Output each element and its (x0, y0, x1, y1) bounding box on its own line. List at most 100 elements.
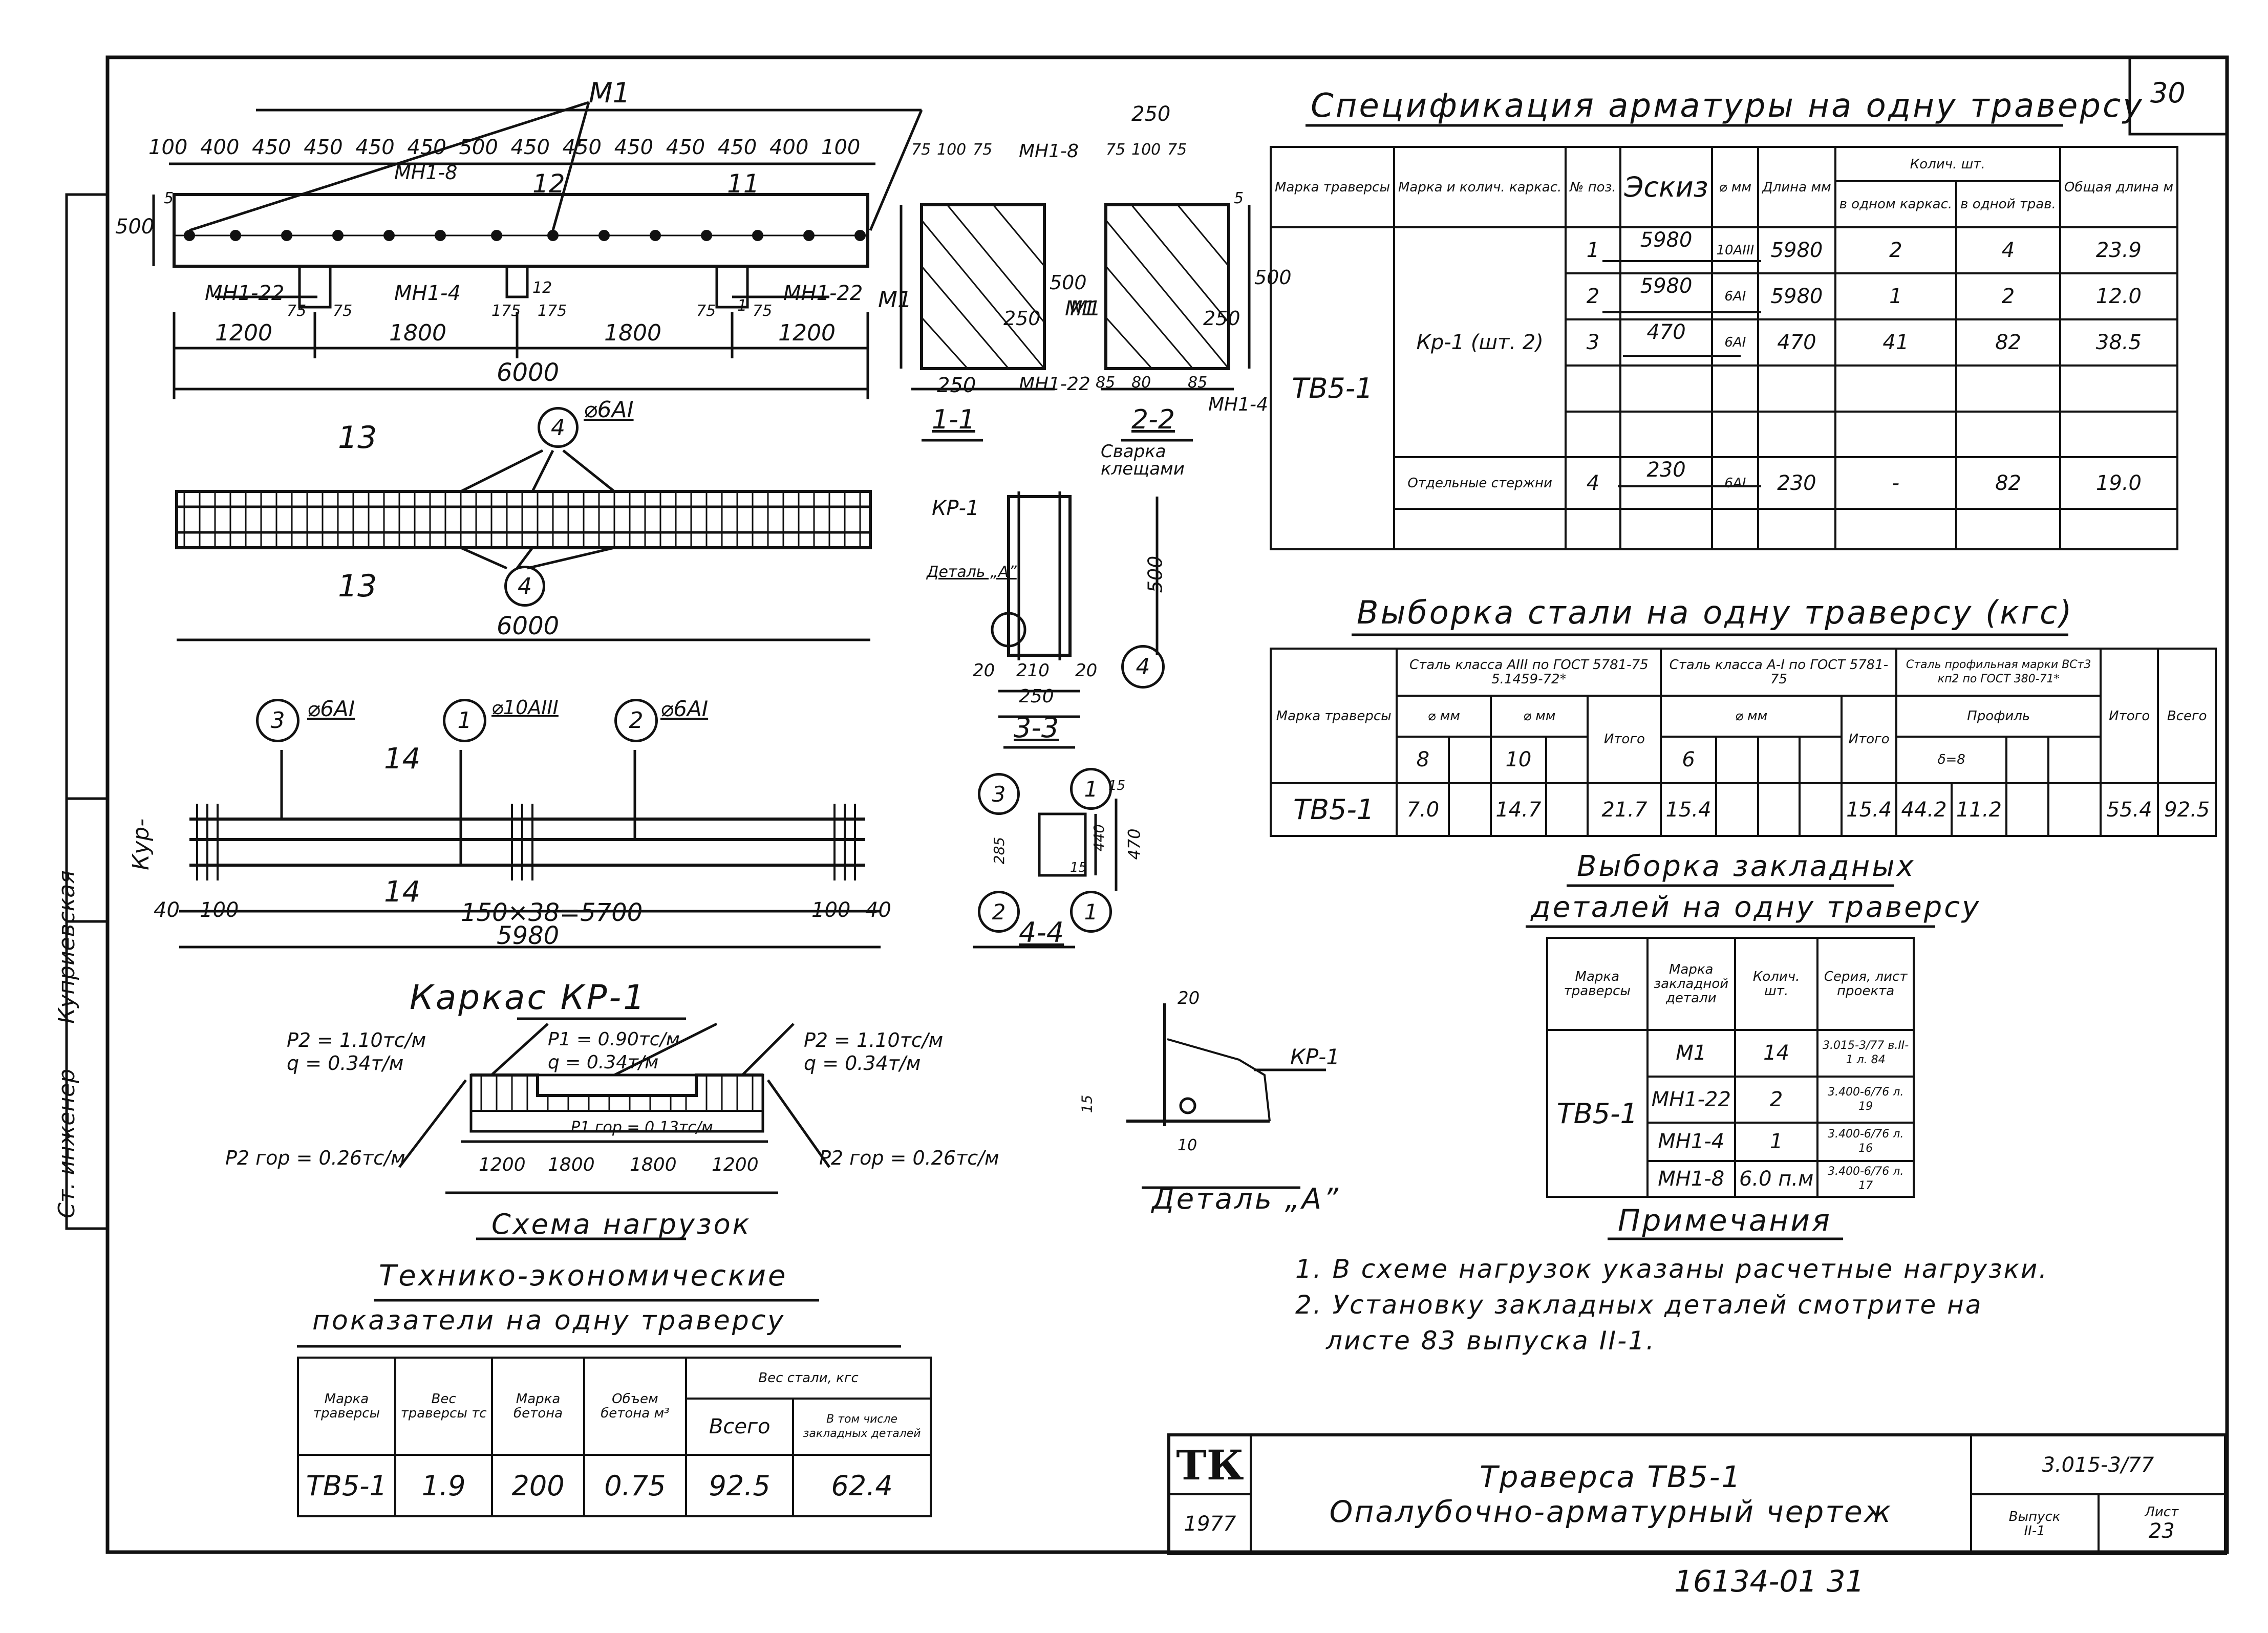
load-p1: P1 = 0.90тс/м (548, 1029, 680, 1050)
s22-b-80: 80 (1131, 374, 1151, 392)
position-callout-4-top: 4 (538, 407, 579, 448)
steel-d6: 6 (1660, 735, 1717, 785)
spec-r1-pos: 1 (1565, 226, 1621, 275)
embed-label-mn1-22-left: МН1-22 (205, 282, 285, 305)
beam-elevation (152, 101, 923, 399)
note-2: 2. Установку закладных деталей смотрите … (1295, 1290, 1983, 1320)
stamp-logo: ТК (1168, 1434, 1252, 1495)
tech-h-embeds: В том числе закладных деталей (792, 1398, 932, 1456)
spec-h-sketch: Эскиз (1619, 145, 1714, 229)
load-p2-right: P2 = 1.10тс/м (804, 1029, 944, 1051)
load-q-mid: q = 0.34т/м (548, 1052, 659, 1073)
s44-position-1-bottom: 1 (1070, 891, 1112, 933)
load-span-1: 1200 (479, 1154, 526, 1175)
title-block: ТК Траверса ТВ5-1 Опалубочно-арматурный … (1167, 1433, 2227, 1555)
detail-a-dim-20: 20 (1178, 988, 1200, 1008)
s11-m1: М1 (1065, 297, 1096, 320)
s33-detail-a: Деталь „А” (927, 563, 1017, 581)
section-14-total: 5980 (497, 921, 560, 950)
steel-row-p2: 11.2 (1950, 782, 2008, 837)
s11-mn1-8: МН1-8 (1019, 141, 1079, 162)
spec-r4-len: 230 (1757, 456, 1836, 510)
tech-table: Марка траверсы Вес траверсы тс Марка бет… (297, 1357, 932, 1517)
tech-row-weight: 1.9 (394, 1454, 494, 1517)
spec-r1-sketch: 5980 (1619, 226, 1714, 275)
s44-position-2: 2 (978, 891, 1020, 933)
spec-r3-len: 470 (1757, 318, 1836, 367)
embeds-r2-n: 2 (1734, 1075, 1819, 1124)
small-dim-1: 1 (737, 297, 747, 315)
section-1-1-name: 1-1 (932, 404, 975, 435)
tech-title-1: Технико-экономические (379, 1259, 788, 1293)
tech-h-weight: Вес траверсы тс (394, 1357, 494, 1456)
section-4-4 (973, 799, 1118, 949)
s11-mn1-22: МН1-22 (1019, 374, 1090, 395)
section-13-length: 6000 (497, 612, 560, 640)
small-dim-75c: 75 (696, 302, 716, 320)
spec-r2-sketch: 5980 (1619, 272, 1714, 320)
detail-a-dim-10: 10 (1178, 1136, 1197, 1154)
load-q-left: q = 0.34т/м (287, 1052, 404, 1075)
s22-dim-75b: 75 (1167, 141, 1187, 159)
stamp-title-1: Траверса ТВ5-1 (1480, 1459, 1742, 1494)
tech-h-steel: Вес стали, кгс (685, 1357, 932, 1400)
dim-100-right: 100 (811, 898, 851, 922)
spec-r3-total: 38.5 (2059, 318, 2179, 367)
steel-h-fmm1: ⌀ мм (1396, 694, 1492, 738)
small-dim-12: 12 (532, 279, 552, 297)
stamp-issue-label: Выпуск (2008, 1509, 2061, 1524)
detail-a-title: Деталь „А” (1152, 1183, 1341, 1216)
side-stamp-role: Ст. инженер (54, 1068, 80, 1218)
load-p2-gor-left: P2 гор = 0.26тс/м (225, 1147, 405, 1169)
steel-d8: 8 (1396, 735, 1450, 785)
steel-row-it2: 15.4 (1840, 782, 1898, 837)
steel-h-a1: Сталь класса А-I по ГОСТ 5781-75 (1660, 648, 1898, 697)
s11-dim-75a: 75 (911, 141, 931, 159)
spec-r1-len: 5980 (1757, 226, 1836, 275)
bar-label-6ai-right: ⌀6АI (660, 696, 709, 721)
steel-row-it3: 55.4 (2100, 782, 2159, 837)
spec-r3-pos: 3 (1565, 318, 1621, 367)
section-14-mark-top: 14 (384, 742, 421, 776)
beam-dim-5: 5 (164, 189, 174, 207)
embeds-h-mark: Марка траверсы (1546, 936, 1649, 1032)
embeds-r4-mark: МН1-8 (1646, 1159, 1736, 1198)
spec-h-len: Длина мм (1757, 145, 1836, 229)
spec-r2-dia: 6АI (1711, 272, 1760, 320)
small-dim-175b: 175 (538, 302, 567, 320)
steel-h-itogo2: Итого (1840, 694, 1898, 785)
steel-row-mark: ТВ5-1 (1269, 782, 1398, 837)
s22-dim-100: 100 (1131, 141, 1161, 159)
position-callout-3: 3 (256, 699, 299, 742)
spec-r3-n1: 41 (1834, 318, 1958, 367)
sheet-number: 30 (2150, 77, 2186, 109)
section-14-mark-bottom: 14 (384, 875, 421, 909)
spec-r3-sketch: 470 (1619, 318, 1714, 367)
embeds-h-part: Марка закладной детали (1646, 936, 1736, 1032)
beam-label-12: 12 (532, 169, 565, 199)
load-p1-gor: P1 гор = 0.13тс/м (571, 1119, 713, 1136)
s22-mn1-4: МН1-4 (1208, 394, 1268, 415)
s11-width: 250 (937, 374, 976, 397)
embeds-title-1: Выборка закладных (1577, 850, 1916, 883)
stamp-issue: II-1 (2024, 1523, 2045, 1539)
s11-h-250: 250 (1003, 307, 1041, 330)
spec-r2-pos: 2 (1565, 272, 1621, 320)
tech-title-2: показатели на одну траверсу (312, 1305, 786, 1336)
s33-dim-20a: 20 (973, 660, 995, 681)
steel-row-v6: 15.4 (1660, 782, 1717, 837)
embeds-r4-n: 6.0 п.м (1734, 1159, 1819, 1198)
steel-row-v8: 7.0 (1396, 782, 1450, 837)
section-13-bar-label: ⌀6АI (584, 397, 634, 423)
kr-frame-title: Каркас КР-1 (410, 978, 647, 1017)
section-14-frame (179, 750, 881, 949)
s44-dim-15b: 15 (1070, 860, 1087, 875)
position-callout-4-bottom: 4 (504, 566, 545, 607)
detail-a-dim-15: 15 (1078, 1094, 1096, 1113)
span-1200-right: 1200 (778, 320, 836, 346)
spec-h-count: Колич. шт. (1834, 145, 2061, 183)
s33-dim-20b: 20 (1075, 660, 1098, 681)
position-callout-2: 2 (614, 699, 658, 742)
section-13-mark-top: 13 (338, 420, 377, 456)
small-dim-75b: 75 (333, 302, 353, 320)
